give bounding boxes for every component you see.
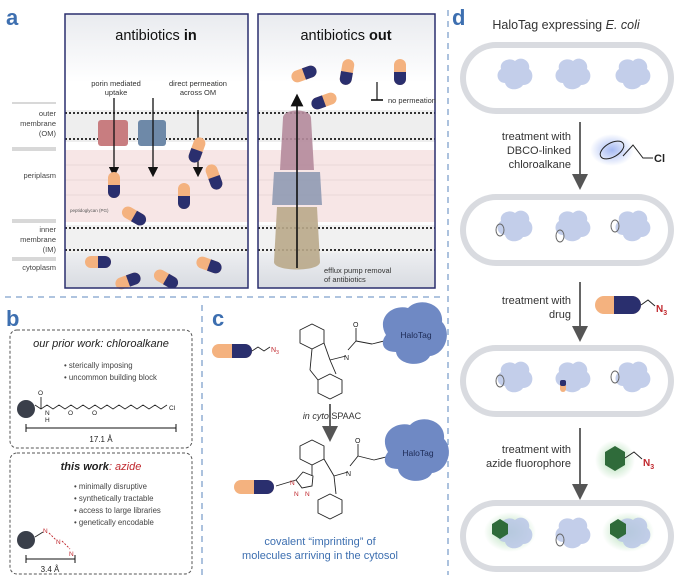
panel-d-letter: d xyxy=(452,5,465,30)
halotag-label-top: HaloTag xyxy=(400,330,431,340)
label-peptidoglycan: peptidoglycan (PG) xyxy=(70,208,109,213)
antibiotics-out-title: antibiotics out xyxy=(300,28,391,44)
triazole-product xyxy=(275,439,391,520)
cell-3 xyxy=(460,345,674,417)
antibiotics-in-panel xyxy=(64,13,249,292)
triazole-n3: N xyxy=(305,491,310,498)
step1-line-1: treatment with xyxy=(502,131,571,143)
product-n: N xyxy=(346,471,351,478)
halotag-bottom xyxy=(384,419,449,481)
this-work-title: this work: azide xyxy=(61,461,142,473)
porin-red xyxy=(98,120,128,146)
chloroalkane-structure xyxy=(17,397,168,418)
step1-line-3: chloroalkane xyxy=(509,159,571,171)
label-cytoplasm: cytoplasm xyxy=(22,263,56,272)
cell-2 xyxy=(460,194,674,266)
label-no-permeation: no permeation xyxy=(388,96,436,105)
label-om-2: membrane xyxy=(20,119,56,128)
antibiotics-in-title: antibiotics in xyxy=(115,28,196,44)
porin-blue xyxy=(138,120,166,146)
step2-line-1: treatment with xyxy=(502,295,571,307)
prior-work-title: our prior work: chloroalkane xyxy=(33,338,169,350)
step1-cl: Cl xyxy=(654,153,665,165)
step3-line-1: treatment with xyxy=(502,444,571,456)
caption-line-1: covalent “imprinting” of xyxy=(264,536,376,548)
inner-membrane-left xyxy=(65,225,248,253)
label-porin-2: uptake xyxy=(105,88,128,97)
label-om-3: (OM) xyxy=(39,129,57,138)
dbco-n: N xyxy=(344,355,349,362)
triazole-n1: N xyxy=(290,480,295,487)
panel-d-title: HaloTag expressing E. coli xyxy=(492,18,641,32)
label-porin-1: porin mediated xyxy=(91,79,141,88)
label-direct-2: across OM xyxy=(180,88,216,97)
cell-4 xyxy=(460,500,674,572)
spaac-label: in cyto SPAAC xyxy=(303,411,362,421)
product-o: O xyxy=(355,438,361,445)
drug-azide-icon xyxy=(595,296,656,314)
drug-azide-top xyxy=(212,344,271,358)
caption-line-2: molecules arriving in the cytosol xyxy=(242,550,398,562)
step2-n3: N3 xyxy=(656,304,667,317)
this-bullet-2: • synthetically tractable xyxy=(74,494,153,503)
prior-atom-o3: O xyxy=(92,410,97,417)
this-length: 3.4 Å xyxy=(41,565,60,574)
azide-fluorophore-icon xyxy=(595,440,643,480)
label-im-1: inner xyxy=(39,225,56,234)
this-bullet-3: • access to large libraries xyxy=(74,506,161,515)
step2-line-2: drug xyxy=(549,309,571,321)
step3-line-2: azide fluorophore xyxy=(486,458,571,470)
label-efflux-2: of antibiotics xyxy=(324,275,366,284)
halotag-label-bottom: HaloTag xyxy=(402,448,433,458)
prior-bullet-1: • sterically imposing xyxy=(64,361,133,370)
prior-work-box xyxy=(9,329,193,449)
drug-product xyxy=(234,480,274,494)
azide-n2: N xyxy=(56,539,61,546)
drug-n3: N3 xyxy=(271,347,279,356)
prior-atom-o: O xyxy=(38,390,43,397)
this-bullet-1: • minimally disruptive xyxy=(74,482,147,491)
prior-atom-o2: O xyxy=(68,410,73,417)
this-bullet-4: • genetically encodable xyxy=(74,518,154,527)
panel-b-letter: b xyxy=(6,306,19,331)
prior-length: 17.1 Å xyxy=(89,435,113,444)
azide-n1: N xyxy=(43,528,48,535)
step1-line-2: DBCO-linked xyxy=(507,145,571,157)
prior-atom-n: N xyxy=(45,410,50,417)
cell-1 xyxy=(460,42,674,114)
label-direct-1: direct permeation xyxy=(169,79,227,88)
dbco-chloroalkane-icon xyxy=(590,134,653,166)
dbco-o: O xyxy=(353,322,359,329)
prior-atom-h: H xyxy=(45,417,50,424)
azide-n3: N xyxy=(69,551,74,558)
step3-n3: N3 xyxy=(643,458,654,471)
panel-c-letter: c xyxy=(212,306,224,331)
azide-structure xyxy=(17,531,71,550)
prior-bullet-2: • uncommon building block xyxy=(64,373,157,382)
label-efflux-1: efflux pump removal xyxy=(324,266,392,275)
label-im-3: (IM) xyxy=(43,245,57,254)
halotag-top xyxy=(382,302,447,364)
triazole-n2: N xyxy=(294,491,299,498)
this-work-box xyxy=(9,452,193,575)
prior-atom-cl: Cl xyxy=(169,405,176,412)
label-periplasm: periplasm xyxy=(23,171,56,180)
antibiotics-out-panel xyxy=(257,13,436,289)
dbco-structure-top xyxy=(299,323,389,400)
panel-a-letter: a xyxy=(6,5,19,30)
label-om-1: outer xyxy=(39,109,57,118)
label-im-2: membrane xyxy=(20,235,56,244)
